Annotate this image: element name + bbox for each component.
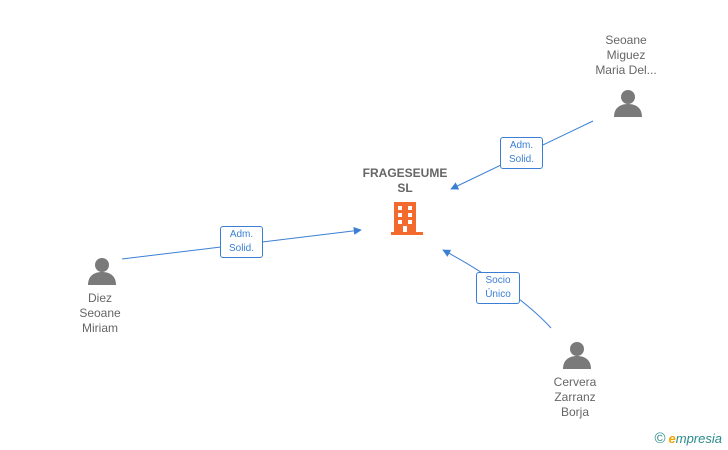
- building-icon[interactable]: [391, 202, 423, 235]
- person-name-line: Zarranz: [554, 390, 596, 404]
- role-line: Único: [485, 289, 511, 300]
- edge-label-seoane-role[interactable]: Adm. Solid.: [500, 137, 543, 169]
- company-name-line2: SL: [397, 181, 413, 195]
- person-name-line: Miguez: [606, 48, 646, 62]
- person-icon-seoane[interactable]: [614, 90, 642, 117]
- person-icon-diez[interactable]: [88, 258, 116, 285]
- brand-logo-initial: e: [668, 431, 676, 446]
- person-name-line: Maria Del...: [595, 63, 657, 77]
- role-line: Adm.: [509, 140, 534, 151]
- edge-label-cervera-role[interactable]: Socio Único: [476, 272, 520, 304]
- role-line: Socio: [485, 275, 511, 286]
- empresia-watermark: ©empresia: [654, 430, 722, 447]
- person-name-line: Borja: [560, 405, 589, 419]
- edge-label-diez-role[interactable]: Adm. Solid.: [220, 226, 263, 258]
- role-line: Solid.: [228, 243, 254, 254]
- role-line: Adm.: [229, 229, 254, 240]
- person-name-line: Diez: [87, 291, 112, 305]
- company-name[interactable]: FRAGESEUME SL: [350, 166, 460, 196]
- person-name-line: Miriam: [82, 321, 118, 335]
- company-name-line1: FRAGESEUME: [362, 166, 448, 180]
- copyright-icon: ©: [654, 430, 666, 447]
- person-label-diez[interactable]: Diez Seoane Miriam: [52, 291, 148, 336]
- role-line: Solid.: [508, 154, 534, 165]
- person-name-line: Cervera: [553, 375, 597, 389]
- brand-logo-text: mpresia: [675, 431, 722, 446]
- person-icon-cervera[interactable]: [563, 342, 591, 369]
- person-name-line: Seoane: [79, 306, 121, 320]
- person-name-line: Seoane: [605, 33, 647, 47]
- person-label-seoane[interactable]: Seoane Miguez Maria Del...: [578, 33, 674, 78]
- person-label-cervera[interactable]: Cervera Zarranz Borja: [527, 375, 623, 420]
